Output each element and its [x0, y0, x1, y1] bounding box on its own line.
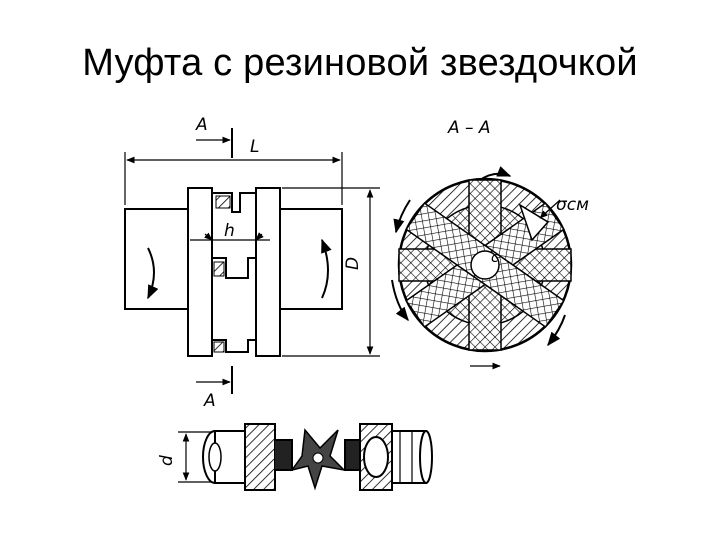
gap-label: h [224, 221, 235, 241]
length-label: L [250, 137, 259, 157]
jaw-bottom [212, 339, 256, 353]
bore-diameter-label: d [157, 455, 177, 466]
center-hole [470, 250, 500, 280]
jaw-top [212, 192, 256, 213]
right-shaft-body [279, 208, 343, 310]
rotation-arrow-left [147, 247, 159, 300]
left-flange [187, 187, 213, 357]
section-label-top: A [195, 115, 208, 135]
stress-label: σсм [556, 195, 589, 215]
rubber-star-part [290, 428, 347, 491]
jaw-middle [212, 257, 256, 279]
section-view-label: A – A [447, 118, 491, 138]
rotation-arrow-right [321, 238, 332, 299]
stress-arrow [539, 199, 561, 219]
slide-title: Муфта с резиновой звездочкой [82, 42, 638, 84]
left-shaft-body [124, 208, 189, 310]
center-label: c [491, 250, 499, 266]
section-view: A – A c σсм [391, 118, 589, 370]
left-half-flange [244, 423, 276, 491]
right-flange [255, 187, 281, 357]
side-view: L D h A A [124, 115, 380, 411]
outer-diameter-label: D [343, 257, 363, 270]
section-label-bottom: A [203, 391, 216, 411]
exploded-view: d [157, 423, 433, 491]
